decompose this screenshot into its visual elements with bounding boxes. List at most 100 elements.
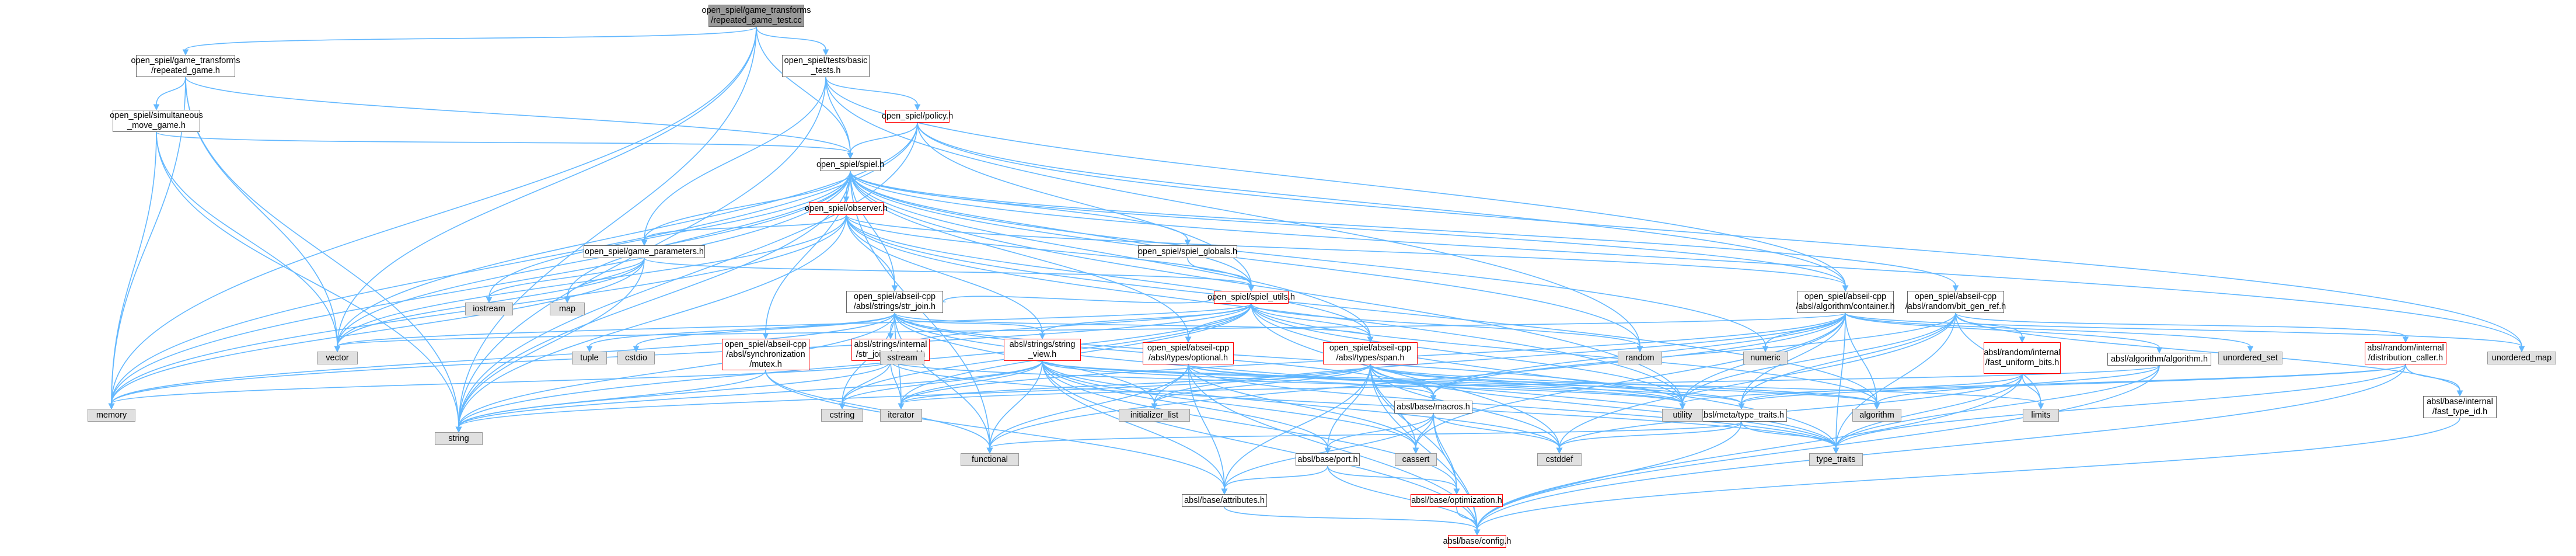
edge-focus-basic_tests_h (756, 26, 826, 50)
node-macros-h[interactable]: absl/base/macros.h (1394, 401, 1472, 413)
edge-arrowhead (1556, 447, 1563, 454)
edge-arrowhead (108, 403, 115, 410)
edge-string_view_h-cstring (842, 360, 1043, 404)
node-sstream[interactable]: sstream (880, 352, 924, 364)
node-bit-gen-ref-h[interactable]: open_spiel/abseil-cpp/absl/random/bit_ge… (1905, 291, 2006, 313)
node-label-line: open_spiel/spiel_globals.h (1137, 246, 1238, 256)
edge-arrowhead (1221, 488, 1228, 495)
node-label-line: algorithm (1859, 410, 1894, 420)
node-game-parameters-h[interactable]: open_spiel/game_parameters.h (584, 245, 705, 258)
node-simultaneous-move-game-h[interactable]: open_spiel/simultaneous_move_game.h (110, 110, 203, 132)
edge-arrowhead (1832, 447, 1839, 454)
node-unordered-set[interactable]: unordered_set (2218, 352, 2282, 364)
edge-arrowhead (847, 152, 854, 159)
node-string-view-h[interactable]: absl/strings/string_view.h (1004, 339, 1081, 361)
node-utility[interactable]: utility (1662, 409, 1703, 422)
edge-game_parameters_h-spiel_utils_h (644, 258, 1252, 286)
node-type-traits-h[interactable]: absl/meta/type_traits.h (1696, 409, 1787, 422)
node-port-h[interactable]: absl/base/port.h (1296, 453, 1360, 466)
node-type-traits[interactable]: type_traits (1809, 453, 1863, 466)
edge-game_parameters_h-vector (337, 258, 645, 347)
node-cstddef[interactable]: cstddef (1537, 453, 1582, 466)
edge-spiel_h-numeric (850, 171, 1766, 347)
edge-spiel_h-random (850, 171, 1640, 347)
edge-arrowhead (486, 297, 493, 304)
node-spiel-h[interactable]: open_spiel/spiel.h (816, 158, 884, 171)
edge-distribution_caller_h-type_traits (1835, 364, 2406, 449)
node-fast-uniform-bits-h[interactable]: absl/random/internal/fast_uniform_bits.h (1984, 342, 2061, 374)
node-cassert[interactable]: cassert (1395, 453, 1437, 466)
node-label-line: /absl/types/span.h (1336, 353, 1405, 363)
edge-arrowhead (1952, 285, 1959, 292)
node-label-line: functional (971, 454, 1008, 464)
node-spiel-utils-h[interactable]: open_spiel/spiel_utils.h (1207, 291, 1295, 304)
node-tuple[interactable]: tuple (572, 352, 607, 364)
node-vector[interactable]: vector (317, 352, 358, 364)
node-cstring[interactable]: cstring (821, 409, 863, 422)
edge-spiel_utils_h-string_view_h (1042, 303, 1252, 334)
node-map[interactable]: map (550, 303, 585, 315)
edge-arrowhead (1474, 529, 1481, 536)
node-attributes-h[interactable]: absl/base/attributes.h (1182, 494, 1267, 507)
edge-simultaneous_move_game_h-spiel_h (156, 131, 851, 154)
node-str-join-h[interactable]: open_spiel/abseil-cpp/absl/strings/str_j… (846, 291, 943, 313)
edge-bit_gen_ref_h-fast_uniform_bits_h (1955, 312, 2023, 338)
edge-string_view_h-string (458, 360, 1043, 428)
node-functional[interactable]: functional (961, 453, 1019, 466)
edge-macros_h-cassert (1415, 413, 1434, 449)
node-spiel-globals-h[interactable]: open_spiel/spiel_globals.h (1138, 245, 1237, 258)
node-label-line: /absl/strings/str_join.h (853, 302, 936, 311)
node-memory[interactable]: memory (88, 409, 135, 422)
node-label-line: cstring (829, 410, 855, 420)
edge-spiel_h-bit_gen_ref_h (850, 171, 1956, 286)
node-iostream[interactable]: iostream (465, 303, 513, 315)
edge-str_join_h-memory (111, 312, 895, 404)
node-algorithm[interactable]: algorithm (1852, 409, 1901, 422)
node-observer-h[interactable]: open_spiel/observer.h (805, 202, 888, 215)
node-mutex-h[interactable]: open_spiel/abseil-cpp/absl/synchronizati… (722, 339, 809, 370)
node-span-h[interactable]: open_spiel/abseil-cpp/absl/types/span.h (1323, 342, 1418, 364)
edge-basic_tests_h-spiel_h (825, 77, 851, 154)
node-random[interactable]: random (1618, 352, 1662, 364)
node-optional-h[interactable]: open_spiel/abseil-cpp/absl/types/optiona… (1143, 342, 1234, 364)
node-label-line: open_spiel/abseil-cpp (1804, 292, 1887, 301)
node-repeated-game-h[interactable]: open_spiel/game_transforms/repeated_game… (131, 55, 240, 77)
node-basic-tests-h[interactable]: open_spiel/tests/basic_tests.h (782, 55, 870, 77)
edge-type_traits_h-cstddef (1559, 421, 1742, 449)
node-limits[interactable]: limits (2023, 409, 2059, 422)
edge-repeated_game_h-simultaneous_move_game_h (156, 77, 186, 105)
node-numeric[interactable]: numeric (1743, 352, 1788, 364)
edge-container_h-numeric (1765, 312, 1846, 347)
edge-macros_h-config_h (1433, 413, 1478, 530)
edge-policy_h-string (458, 122, 918, 428)
node-algorithm-h[interactable]: absl/algorithm/algorithm.h (2107, 353, 2211, 366)
node-cstdio[interactable]: cstdio (617, 352, 655, 364)
edge-arrowhead (334, 346, 341, 353)
node-config-h[interactable]: absl/base/config.h (1443, 535, 1511, 548)
edge-span_h-iterator (900, 364, 1371, 404)
node-initializer-list[interactable]: initializer_list (1119, 409, 1190, 422)
node-policy-h[interactable]: open_spiel/policy.h (882, 110, 953, 123)
node-optimization-h[interactable]: absl/base/optimization.h (1411, 494, 1503, 507)
node-string[interactable]: string (435, 432, 483, 445)
edge-str_join_internal_h-iterator (890, 360, 902, 404)
node-distribution-caller-h[interactable]: absl/random/internal/distribution_caller… (2365, 342, 2446, 364)
edge-basic_tests_h-game_parameters_h (644, 77, 826, 241)
node-label-line: open_spiel/game_transforms (701, 6, 811, 15)
edge-macros_h-optimization_h (1433, 413, 1457, 489)
edge-game_parameters_h-string (458, 258, 645, 428)
edge-span_h-type_traits (1370, 364, 1837, 449)
edge-focus-string (458, 26, 757, 428)
node-iterator[interactable]: iterator (880, 409, 922, 422)
edge-observer_h-algorithm (846, 214, 1877, 404)
node-container-h[interactable]: open_spiel/abseil-cpp/absl/algorithm/con… (1796, 291, 1895, 313)
node-unordered-map[interactable]: unordered_map (2487, 352, 2556, 364)
node-label-line: /absl/types/optional.h (1148, 353, 1228, 363)
edge-repeated_game_h-spiel_h (185, 77, 851, 154)
node-fast-type-id-h[interactable]: absl/base/internal/fast_type_id.h (2423, 396, 2497, 418)
edge-container_h-cassert (1415, 312, 1846, 449)
node-label-line: /repeated_game.h (151, 66, 220, 75)
edge-port_h-optimization_h (1327, 465, 1457, 489)
edge-spiel_h-container_h (850, 171, 1846, 286)
